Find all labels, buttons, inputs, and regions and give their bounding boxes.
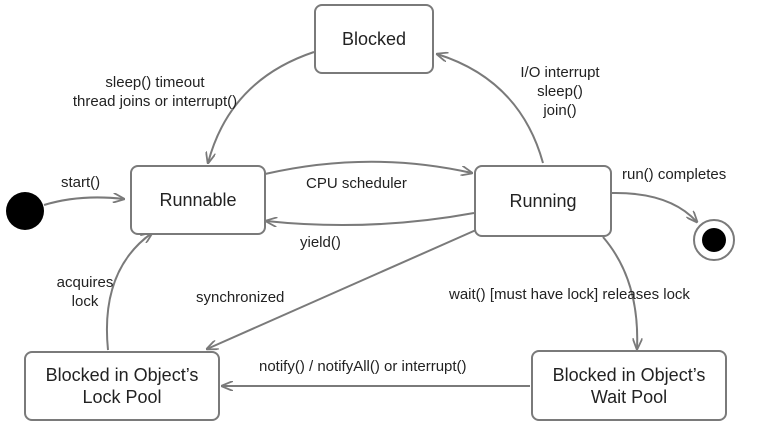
arrow-blocked-to-runnable [208, 51, 315, 163]
arrow-lockpool-to-runnable [106, 233, 152, 351]
label-yield: yield() [300, 234, 341, 251]
label-synchronized: synchronized [196, 289, 285, 306]
arrow-running-to-runnable [266, 212, 475, 225]
state-blocked-label: Blocked [341, 29, 407, 49]
state-running-label: Running [509, 191, 577, 211]
label-run-completes: run() completes [622, 166, 727, 183]
label-join: join() [543, 102, 577, 119]
label-thread-joins: thread joins or interrupt() [72, 93, 238, 110]
label-wait: wait() [must have lock] releases lock [449, 286, 690, 303]
label-start: start() [61, 174, 101, 191]
label-blocked-to-runnable: sleep() timeout thread joins or interrup… [32, 73, 278, 111]
state-blocked: Blocked [314, 4, 434, 74]
state-runnable: Runnable [130, 165, 266, 235]
state-wait-pool-label: Blocked in Object’s Wait Pool [552, 364, 706, 407]
label-sleep: sleep() [537, 83, 583, 100]
label-running-to-blocked: I/O interrupt sleep() join() [496, 63, 624, 120]
label-sleep-timeout: sleep() timeout [105, 74, 205, 91]
label-acquires-lock: acquires lock [46, 273, 124, 311]
arrow-running-to-blocked [437, 54, 544, 164]
arrow-running-to-waitpool [602, 236, 637, 349]
state-lock-pool: Blocked in Object’s Lock Pool [24, 351, 220, 421]
label-notify: notify() / notifyAll() or interrupt() [259, 358, 467, 375]
initial-state-dot [6, 192, 44, 230]
arrow-start [43, 197, 124, 206]
state-runnable-label: Runnable [159, 190, 237, 210]
label-cpu-scheduler: CPU scheduler [306, 175, 407, 192]
state-lock-pool-label: Blocked in Object’s Lock Pool [45, 365, 199, 407]
label-lock: lock [71, 293, 99, 310]
label-acquires: acquires [56, 274, 114, 291]
arrow-runnable-to-running [264, 160, 472, 174]
state-wait-pool: Blocked in Object’s Wait Pool [531, 350, 727, 421]
arrow-running-to-lockpool [207, 229, 477, 349]
state-running: Running [474, 165, 612, 237]
final-state-dot [702, 228, 726, 252]
label-io-interrupt: I/O interrupt [520, 64, 600, 81]
arrow-running-to-end [611, 191, 697, 222]
